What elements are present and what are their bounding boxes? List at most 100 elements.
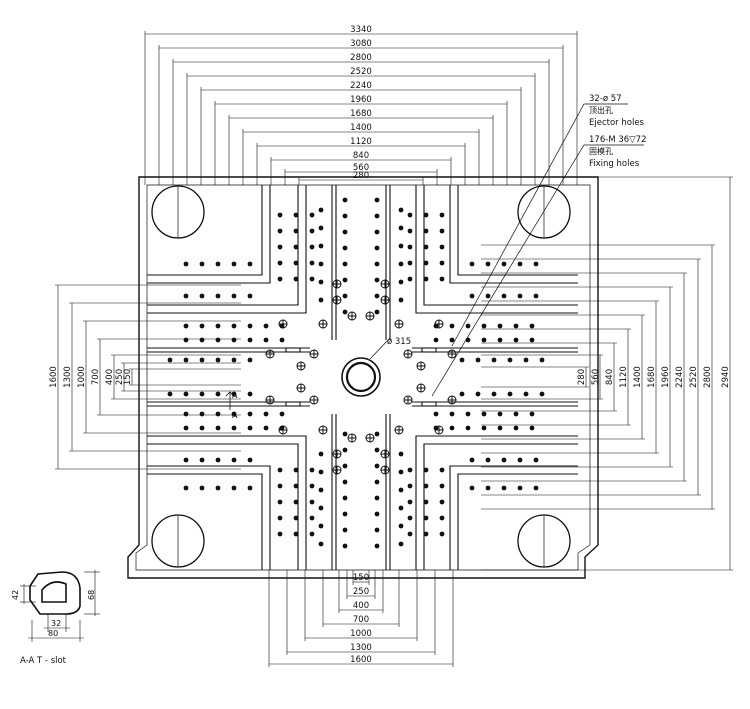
section-marker-1: A bbox=[232, 391, 238, 400]
fixing-hole bbox=[465, 323, 471, 329]
fixing-hole bbox=[407, 212, 413, 218]
dim-left-400: 400 bbox=[105, 369, 115, 385]
fixing-hole bbox=[277, 228, 283, 234]
dim-right-840: 840 bbox=[605, 369, 615, 385]
fixing-hole bbox=[167, 391, 173, 397]
fixing-hole bbox=[398, 297, 404, 303]
fixing-hole bbox=[501, 457, 507, 463]
fixing-hole bbox=[277, 276, 283, 282]
fixing-hole bbox=[247, 411, 253, 417]
dim-top-1400: 1400 bbox=[350, 123, 372, 133]
fixing-hole bbox=[433, 337, 439, 343]
fixing-hole bbox=[501, 485, 507, 491]
fixing-hole bbox=[342, 229, 348, 235]
fixing-hole bbox=[439, 467, 445, 473]
fixing-hole bbox=[215, 261, 221, 267]
fixing-hole bbox=[398, 541, 404, 547]
center-bore-outer bbox=[341, 357, 381, 397]
fixing-hole bbox=[342, 463, 348, 469]
fixing-hole bbox=[439, 260, 445, 266]
fixing-hole bbox=[215, 293, 221, 299]
fixing-hole bbox=[247, 425, 253, 431]
fixing-hole bbox=[407, 515, 413, 521]
fixing-hole bbox=[318, 505, 324, 511]
fixing-hole bbox=[247, 391, 253, 397]
fixing-hole bbox=[523, 391, 529, 397]
fixing-hole bbox=[199, 425, 205, 431]
fixing-hole bbox=[318, 207, 324, 213]
fixing-hole bbox=[183, 411, 189, 417]
fixing-hole bbox=[501, 293, 507, 299]
fixing-hole bbox=[423, 531, 429, 537]
fixing-hole bbox=[423, 228, 429, 234]
fixing-hole bbox=[517, 485, 523, 491]
fixing-hole bbox=[398, 451, 404, 457]
dim-right-2800: 2800 bbox=[703, 366, 713, 388]
fixing-hole bbox=[215, 411, 221, 417]
fixing-hole bbox=[277, 483, 283, 489]
fixing-hole bbox=[318, 541, 324, 547]
fixing-hole bbox=[247, 357, 253, 363]
ejector-leader bbox=[451, 103, 628, 347]
fixing-hole bbox=[231, 261, 237, 267]
section-title: A-A T - slot bbox=[20, 656, 67, 666]
fixing-hole bbox=[309, 531, 315, 537]
fixing-hole bbox=[517, 457, 523, 463]
fixing-hole bbox=[485, 261, 491, 267]
ejector-en-label: Ejector holes bbox=[589, 118, 645, 128]
fixing-hole bbox=[199, 357, 205, 363]
fixing-hole bbox=[407, 483, 413, 489]
fixing-hole bbox=[199, 323, 205, 329]
fixing-hole bbox=[309, 228, 315, 234]
center-bore-label: ø 315 bbox=[387, 337, 411, 347]
fixing-hole bbox=[529, 411, 535, 417]
fixing-hole bbox=[293, 499, 299, 505]
t-slots bbox=[147, 185, 578, 570]
dim-top-3080: 3080 bbox=[350, 39, 372, 49]
fixing-hole bbox=[279, 337, 285, 343]
fixing-hole bbox=[497, 337, 503, 343]
fixing-hole bbox=[374, 495, 380, 501]
fixing-hole bbox=[481, 337, 487, 343]
fixing-hole bbox=[374, 261, 380, 267]
dim-right-1680: 1680 bbox=[647, 366, 657, 388]
fixing-hole bbox=[342, 277, 348, 283]
fixing-hole bbox=[318, 297, 324, 303]
dim-top-1960: 1960 bbox=[350, 95, 372, 105]
fixing-cn-label: 固模孔 bbox=[589, 146, 613, 156]
fixing-hole bbox=[293, 212, 299, 218]
fixing-hole bbox=[183, 337, 189, 343]
fixing-hole bbox=[309, 212, 315, 218]
dim-top-280: 280 bbox=[353, 171, 369, 181]
fixing-hole bbox=[293, 276, 299, 282]
fixing-hole bbox=[374, 527, 380, 533]
fixing-hole bbox=[439, 244, 445, 250]
fixing-hole bbox=[374, 447, 380, 453]
fixing-hole bbox=[231, 323, 237, 329]
fixing-hole bbox=[277, 499, 283, 505]
dim-right-2240: 2240 bbox=[675, 366, 685, 388]
dim-left-700: 700 bbox=[91, 369, 101, 385]
fixing-hole bbox=[199, 411, 205, 417]
fixing-hole bbox=[398, 261, 404, 267]
fixing-leader bbox=[431, 144, 644, 397]
dim-left-150: 150 bbox=[123, 369, 133, 385]
dim-top-3340: 3340 bbox=[350, 25, 372, 35]
fixing-hole bbox=[398, 207, 404, 213]
dim-left-1300: 1300 bbox=[63, 366, 73, 388]
fixing-hole bbox=[497, 411, 503, 417]
fixing-hole bbox=[263, 337, 269, 343]
fixing-hole bbox=[318, 261, 324, 267]
fixing-hole bbox=[529, 337, 535, 343]
fixing-hole bbox=[533, 457, 539, 463]
fixing-hole bbox=[309, 276, 315, 282]
dim-top-840: 840 bbox=[353, 151, 369, 161]
fixing-hole bbox=[449, 425, 455, 431]
fixing-hole bbox=[277, 244, 283, 250]
dimension-lines: 3340308028002520224019601680140011208405… bbox=[49, 25, 733, 667]
fixing-hole bbox=[481, 323, 487, 329]
fixing-hole bbox=[513, 411, 519, 417]
fixing-hole bbox=[263, 411, 269, 417]
fixing-hole bbox=[374, 197, 380, 203]
fixing-hole bbox=[485, 293, 491, 299]
